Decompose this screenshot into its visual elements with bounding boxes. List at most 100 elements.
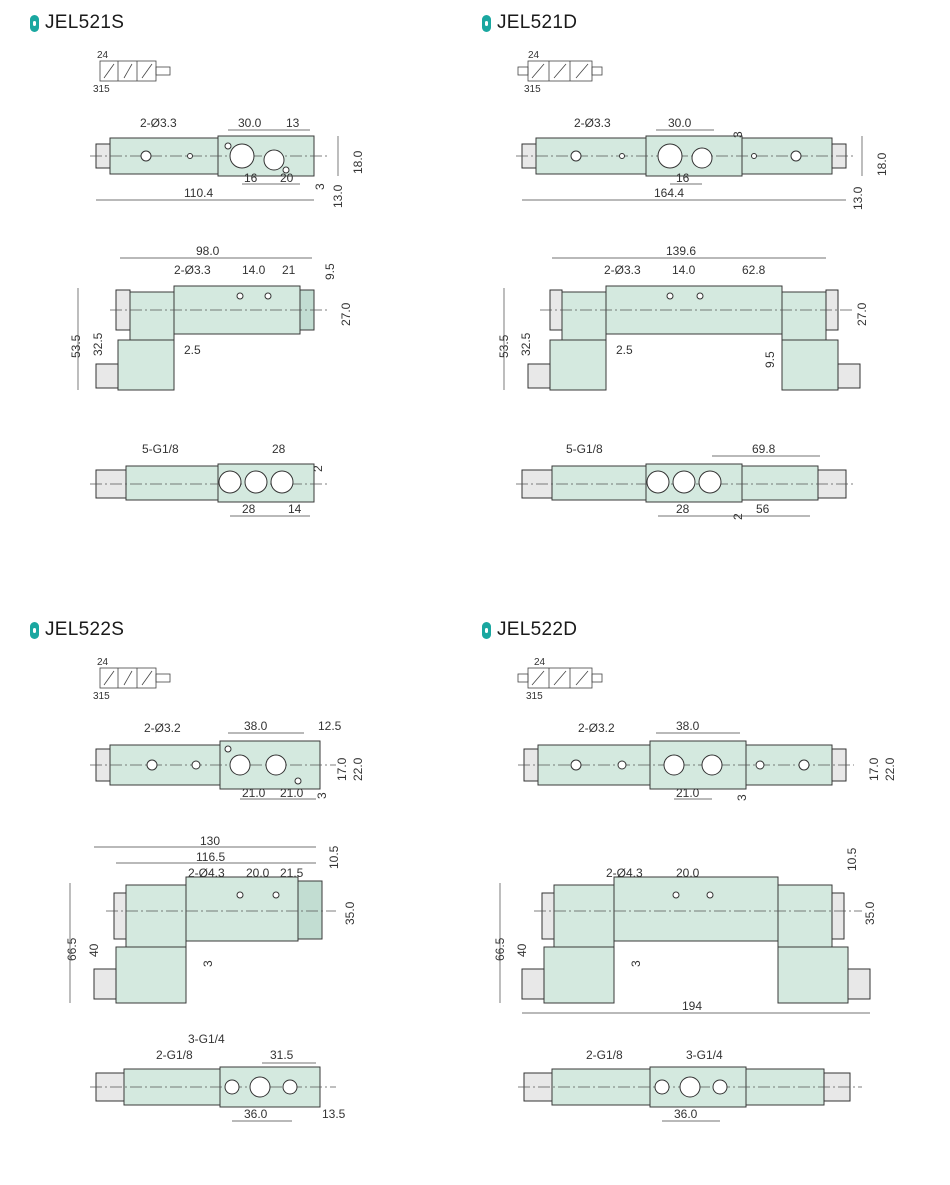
dim-bot-p1: 28 [272, 442, 286, 456]
title-marker-icon [30, 621, 39, 639]
dim-h1: 17.0 [867, 757, 881, 781]
bottom-view: 5-G1/8 28 2 28 14 [90, 442, 330, 517]
model-title: JEL522D [482, 619, 577, 641]
dim-h1: 18.0 [875, 152, 889, 176]
dim-side-h3: 32.5 [91, 332, 105, 356]
side-view: 139.6 2-Ø3.3 14.0 62.8 27.0 53.5 32.5 2.… [497, 244, 869, 391]
dim-ports1: 3-G1/4 [686, 1048, 723, 1062]
dim-side-h2: 53.5 [497, 334, 511, 358]
dim-bot-b1: 36.0 [244, 1107, 268, 1121]
dim-side-t1: 10.5 [845, 847, 859, 871]
dim-side-p1: 14.0 [672, 263, 696, 277]
dim-a: 21.0 [242, 786, 266, 800]
dim-w2: 12.5 [318, 719, 342, 733]
dim-side-t1: 9.5 [763, 351, 777, 368]
top-view: 2-Ø3.2 38.0 12.5 21.0 21.0 3 17.0 22.0 [90, 719, 365, 800]
dim-ports: 5-G1/8 [566, 442, 603, 456]
side-view: 2-Ø4.3 20.0 10.5 35.0 66.5 40 3 194 [493, 847, 877, 1014]
dim-bot-b2: 13.5 [322, 1107, 346, 1121]
drawing-jel521d: 24 315 2-Ø3.3 30.0 3 16 18.0 13.0 164.4 [497, 50, 889, 520]
dim-side-len1: 130 [200, 834, 220, 848]
model-title-text: JEL522S [45, 619, 125, 640]
dim-side-hole: 2-Ø4.3 [188, 866, 225, 880]
top-view: 2-Ø3.3 30.0 3 16 18.0 13.0 164.4 [516, 116, 889, 210]
symbol-bottom-label: 315 [526, 691, 543, 702]
dim-side-h1: 35.0 [343, 901, 357, 925]
model-title: JEL522S [30, 619, 124, 641]
dim-w2: 13 [286, 116, 300, 130]
dim-side-p2: 62.8 [742, 263, 766, 277]
symbol-top-label: 24 [534, 657, 546, 668]
symbol-top-label: 24 [528, 50, 540, 61]
panel-jel521s: JEL521S 24 315 2-Ø3.3 30.0 13 16 20 [0, 0, 470, 590]
panel-jel522d: JEL522D 24 315 2-Ø3.2 38.0 21.0 [470, 595, 940, 1185]
dim-side-h1: 35.0 [863, 901, 877, 925]
dim-hole: 2-Ø3.3 [140, 116, 177, 130]
dim-b: 20 [280, 171, 294, 185]
dim-side-h2: 66.5 [65, 937, 79, 961]
valve-symbol: 24 315 [93, 657, 171, 702]
bottom-view: 5-G1/8 69.8 28 2 56 [516, 442, 854, 520]
model-title-text: JEL521D [497, 12, 578, 33]
dim-side-len: 98.0 [196, 244, 220, 258]
dim-c: 3 [313, 183, 327, 190]
dim-side-len: 139.6 [666, 244, 696, 258]
side-view: 98.0 2-Ø3.3 14.0 21 9.5 27.0 53.5 32.5 2… [69, 244, 353, 391]
dim-side-p1: 20.0 [246, 866, 270, 880]
dim-w1: 30.0 [238, 116, 262, 130]
dim-side-hole: 2-Ø3.3 [174, 263, 211, 277]
model-title-text: JEL521S [45, 12, 125, 33]
dim-side-hole: 2-Ø3.3 [604, 263, 641, 277]
dim-side-p2: 21 [282, 263, 296, 277]
panel-jel522s: JEL522S 24 315 2-Ø3.2 38.0 12.5 21.0 21.… [0, 595, 470, 1185]
side-view: 130 116.5 2-Ø4.3 20.0 21.5 10.5 35.0 66.… [65, 834, 357, 1004]
dim-h2: 13.0 [851, 186, 865, 210]
dim-bot-b2: 14 [288, 502, 302, 516]
dim-side-t1: 9.5 [323, 263, 337, 280]
title-marker-icon [30, 14, 39, 32]
symbol-bottom-label: 315 [93, 691, 110, 702]
dim-side-b: 2.5 [184, 343, 201, 357]
dim-a: 16 [244, 171, 258, 185]
dim-h2: 22.0 [351, 757, 365, 781]
symbol-top-label: 24 [97, 50, 109, 61]
dim-bot-p1: 31.5 [270, 1048, 294, 1062]
dim-side-p1: 14.0 [242, 263, 266, 277]
dim-w1: 30.0 [668, 116, 692, 130]
title-marker-icon [482, 621, 491, 639]
drawing-jel522d: 24 315 2-Ø3.2 38.0 21.0 3 17.0 22.0 [493, 657, 897, 1122]
dim-side-len: 194 [682, 999, 702, 1013]
dim-c: 3 [731, 131, 745, 138]
dim-a: 16 [676, 171, 690, 185]
dim-bot-b2: 56 [756, 502, 770, 516]
dim-ports2: 2-G1/8 [156, 1048, 193, 1062]
dim-ports: 5-G1/8 [142, 442, 179, 456]
dim-a: 21.0 [676, 786, 700, 800]
symbol-top-label: 24 [97, 657, 109, 668]
dim-c: 3 [735, 794, 749, 801]
dim-side-p2: 21.5 [280, 866, 304, 880]
dim-w1: 38.0 [676, 719, 700, 733]
dim-side-b: 3 [629, 960, 643, 967]
model-title: JEL521D [482, 12, 577, 34]
drawing-jel522s: 24 315 2-Ø3.2 38.0 12.5 21.0 21.0 3 17.0… [65, 657, 365, 1122]
dim-ports1: 3-G1/4 [188, 1032, 225, 1046]
dim-bot-p2: 2 [311, 465, 325, 472]
panel-jel521d: JEL521D 24 315 2-Ø3.3 30.0 3 16 [470, 0, 940, 590]
dim-side-hole: 2-Ø4.3 [606, 866, 643, 880]
dim-ports2: 2-G1/8 [586, 1048, 623, 1062]
valve-symbol: 24 315 [93, 50, 171, 95]
dim-side-h1: 27.0 [339, 302, 353, 326]
dim-side-len2: 116.5 [196, 850, 225, 864]
symbol-bottom-label: 315 [524, 84, 541, 95]
dim-h2: 22.0 [883, 757, 897, 781]
dim-hole: 2-Ø3.2 [144, 721, 181, 735]
valve-symbol: 24 315 [517, 50, 603, 95]
dim-len: 110.4 [184, 186, 213, 200]
top-view: 2-Ø3.3 30.0 13 16 20 3 18.0 13.0 110.4 [90, 116, 365, 208]
bottom-view: 2-G1/8 3-G1/4 36.0 [518, 1048, 862, 1122]
dim-side-h3: 40 [87, 943, 101, 957]
dim-side-b: 3 [201, 960, 215, 967]
dim-hole: 2-Ø3.2 [578, 721, 615, 735]
dim-side-b: 2.5 [616, 343, 633, 357]
